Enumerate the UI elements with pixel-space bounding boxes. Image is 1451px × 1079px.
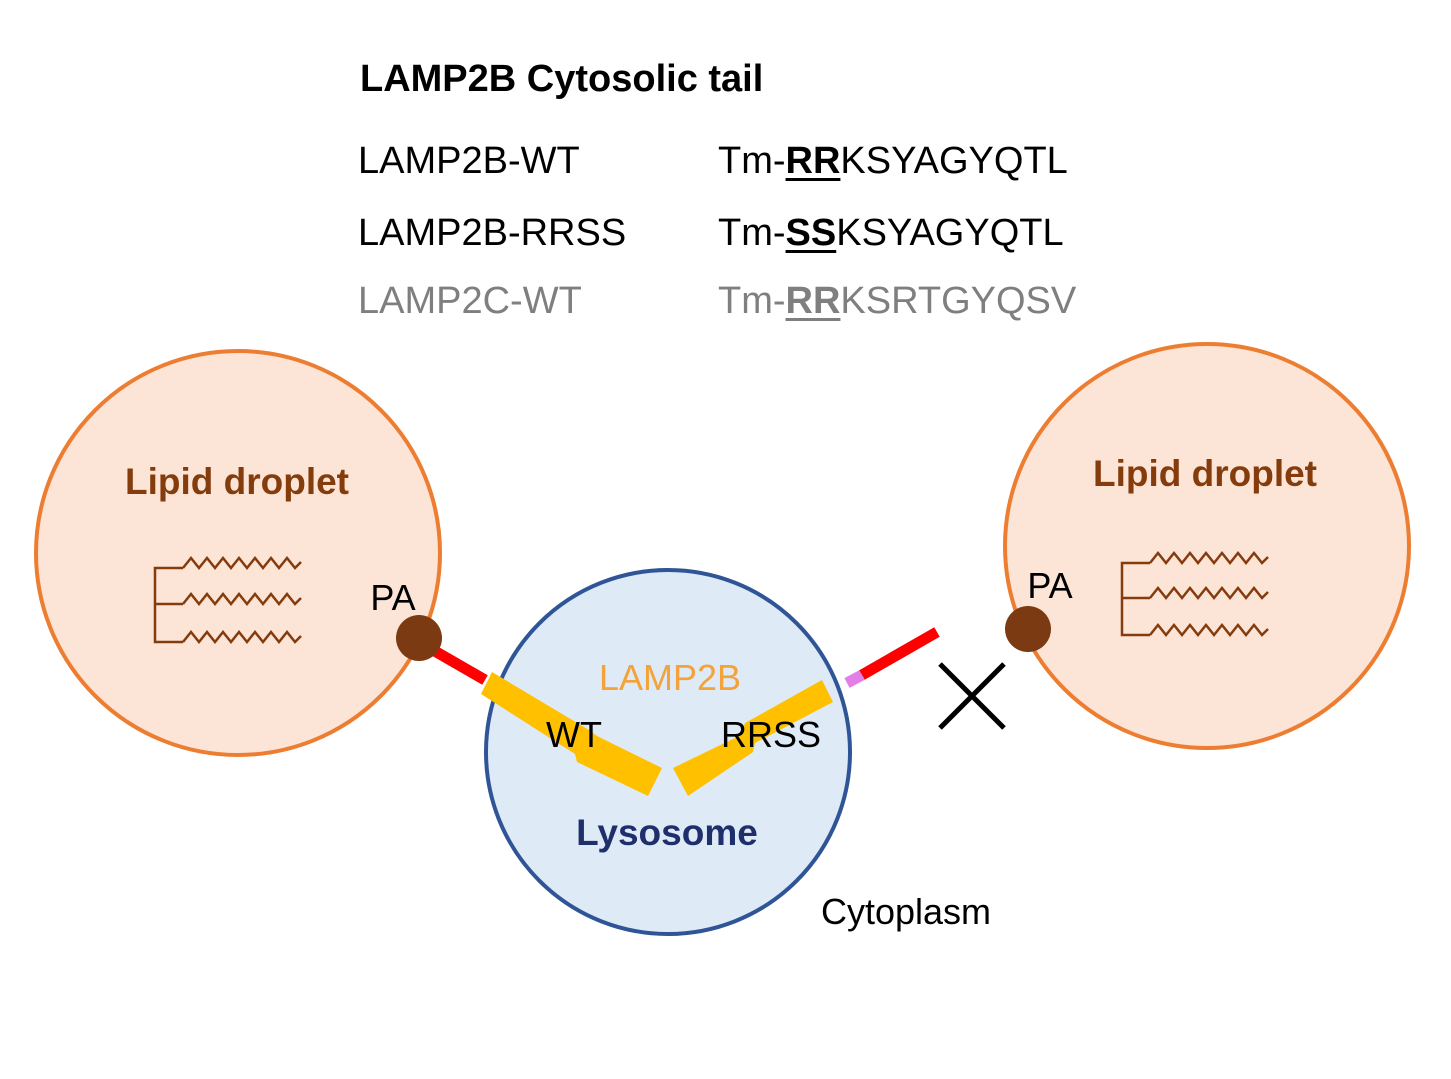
pa-label-left: PA bbox=[370, 577, 415, 618]
sequence-motif: RR bbox=[785, 140, 841, 182]
lamp2b-rrss-cytosolic-tail bbox=[859, 627, 940, 680]
sequence-name: LAMP2B-RRSS bbox=[358, 212, 627, 254]
sequence-prefix: Tm- bbox=[718, 280, 786, 322]
rrss-label: RRSS bbox=[721, 714, 821, 755]
sequence-motif: SS bbox=[785, 212, 837, 254]
lysosome-label: Lysosome bbox=[576, 812, 758, 853]
sequence-suffix: KSRTGYQSV bbox=[840, 280, 1077, 322]
sequence-prefix: Tm- bbox=[718, 140, 786, 182]
lipid-droplet-left-label: Lipid droplet bbox=[125, 461, 349, 502]
sequence-row-lamp2b-rrss: LAMP2B-RRSS Tm-SSKSYAGYQTL bbox=[0, 212, 1451, 258]
sequence-suffix: KSYAGYQTL bbox=[836, 212, 1064, 254]
sequence-text: Tm-RRKSRTGYQSV bbox=[718, 280, 1076, 323]
pa-dot-right bbox=[1005, 606, 1051, 652]
pa-label-right: PA bbox=[1027, 565, 1072, 606]
wt-label: WT bbox=[546, 714, 602, 755]
lamp2b-label: LAMP2B bbox=[599, 657, 741, 698]
lamp2b-rrss-mutated-site bbox=[844, 670, 865, 688]
sequence-prefix: Tm- bbox=[718, 212, 786, 254]
sequence-text: Tm-RRKSYAGYQTL bbox=[718, 140, 1068, 183]
figure-title: LAMP2B Cytosolic tail bbox=[360, 58, 764, 100]
no-binding-cross-icon bbox=[938, 662, 1006, 730]
lamp2b-wt-protein bbox=[481, 672, 662, 796]
cytoplasm-label: Cytoplasm bbox=[821, 891, 991, 932]
sequence-row-lamp2b-wt: LAMP2B-WT Tm-RRKSYAGYQTL bbox=[0, 140, 1451, 186]
lipid-droplet-right-label: Lipid droplet bbox=[1093, 453, 1317, 494]
pa-dot-left bbox=[396, 615, 442, 661]
sequence-name: LAMP2B-WT bbox=[358, 140, 580, 182]
lipid-droplet-right bbox=[1003, 342, 1411, 750]
cross-stroke-b bbox=[938, 662, 1006, 730]
lamp2b-rrss-protein bbox=[673, 680, 833, 796]
lysosome bbox=[484, 568, 852, 936]
sequence-name: LAMP2C-WT bbox=[358, 280, 582, 322]
sequence-row-lamp2c-wt: LAMP2C-WT Tm-RRKSRTGYQSV bbox=[0, 280, 1451, 326]
lipid-droplet-left bbox=[34, 349, 442, 757]
triglyceride-icon-left bbox=[153, 555, 302, 645]
triglyceride-icon-right bbox=[1120, 550, 1269, 638]
sequence-suffix: KSYAGYQTL bbox=[840, 140, 1068, 182]
sequence-text: Tm-SSKSYAGYQTL bbox=[718, 212, 1064, 255]
sequence-motif: RR bbox=[785, 280, 841, 322]
